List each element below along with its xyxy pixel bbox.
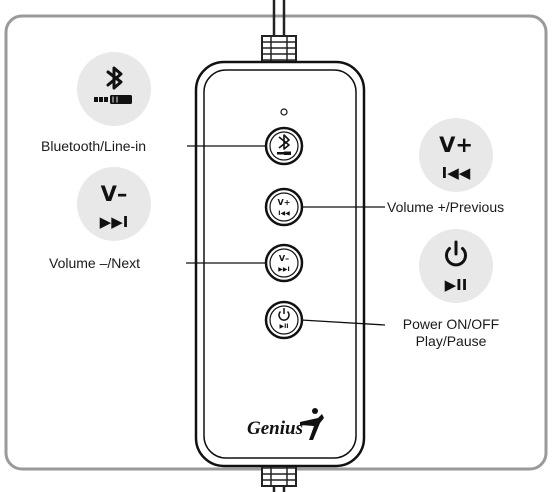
- large-power-icon: [445, 240, 467, 267]
- power-button[interactable]: ▶II: [264, 300, 304, 340]
- bluetooth-button[interactable]: [264, 126, 304, 166]
- large-power-badge: ▶II: [419, 229, 493, 303]
- label-bluetooth: Bluetooth/Line-in: [41, 138, 147, 154]
- volume-up-button[interactable]: V+ I◀◀: [264, 187, 304, 227]
- jack-plug-icon: [277, 151, 291, 155]
- large-bluetooth-badge: [77, 52, 151, 126]
- leader-power: [300, 319, 386, 326]
- volume-down-button[interactable]: V– ▶▶I: [264, 243, 304, 283]
- large-next-icon: ▶▶I: [100, 213, 129, 231]
- status-led: [280, 108, 288, 116]
- large-jack-plug-icon: [94, 95, 132, 104]
- cable-top: [261, 0, 297, 67]
- label-power-line2: Play/Pause: [415, 333, 487, 349]
- v-plus-small-text: V+: [278, 198, 291, 207]
- genius-figure-icon: [300, 408, 324, 440]
- bluetooth-icon: [278, 134, 290, 150]
- remote-body-inner: [203, 69, 357, 459]
- large-volume-down-badge: V– ▶▶I: [77, 167, 151, 241]
- large-volume-up-badge: V+ I◀◀: [419, 118, 493, 192]
- large-previous-icon: I◀◀: [442, 164, 471, 182]
- large-bluetooth-icon: [106, 66, 123, 90]
- label-volume-down: Volume –/Next: [49, 255, 141, 271]
- genius-logo-text: Genius: [247, 418, 303, 439]
- large-v-plus-text: V+: [439, 133, 473, 157]
- power-small-icon: [278, 308, 290, 321]
- label-volume-up: Volume +/Previous: [387, 199, 505, 215]
- large-v-minus-text: V–: [101, 182, 128, 206]
- next-small-icon: ▶▶I: [278, 266, 289, 273]
- genius-logo: Genius: [247, 408, 324, 440]
- large-play-pause-icon: ▶II: [445, 276, 468, 294]
- play-pause-small-icon: ▶II: [279, 323, 288, 330]
- label-power: Power ON/OFF Play/Pause: [386, 316, 516, 350]
- previous-small-icon: I◀◀: [278, 210, 290, 217]
- v-minus-small-text: V–: [279, 254, 289, 263]
- label-power-line1: Power ON/OFF: [402, 316, 500, 332]
